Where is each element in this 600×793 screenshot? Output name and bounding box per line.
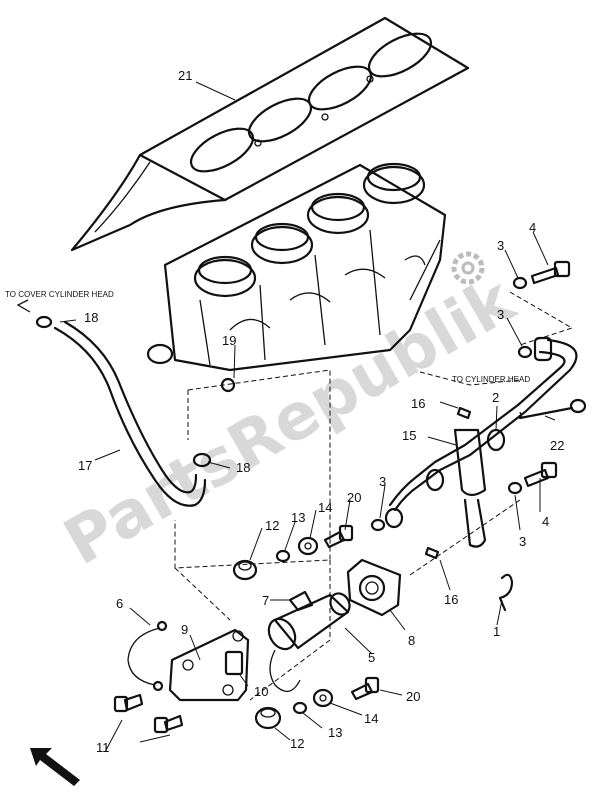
callout-11: 11 (96, 740, 110, 755)
callout-labels: 21 18 19 17 18 3 4 3 16 2 15 22 3 20 14 … (78, 68, 564, 755)
carburetor-assembly (146, 162, 447, 372)
callout-15: 15 (402, 428, 416, 443)
part-8-thermostat-housing (346, 558, 402, 617)
part-14-washer-lower (312, 688, 334, 708)
callout-20-upper: 20 (347, 490, 361, 505)
callout-16-lower: 16 (444, 592, 458, 607)
callout-19: 19 (222, 333, 236, 348)
callout-5: 5 (368, 650, 375, 665)
part-22-bolt (518, 398, 587, 420)
callout-18-upper: 18 (84, 310, 98, 325)
part-4-bolts (523, 260, 571, 488)
part-13-collar-lower (292, 701, 308, 715)
part-15-hose (453, 428, 487, 548)
part-11-bolts (104, 693, 184, 753)
part-3-washers (370, 276, 533, 532)
part-16-clamps (424, 406, 472, 560)
callout-3-d: 3 (519, 534, 526, 549)
watermark-gear-icon (451, 251, 485, 285)
leader-lines (59, 81, 556, 741)
callout-7: 7 (262, 593, 269, 608)
part-1-clip (498, 573, 514, 612)
note-to-cover-cylinder-head: TO COVER CYLINDER HEAD (5, 290, 114, 299)
callout-3-b: 3 (497, 307, 504, 322)
callout-10: 10 (254, 684, 268, 699)
callout-12-upper: 12 (265, 518, 279, 533)
part-12-grommet-upper (232, 559, 258, 581)
front-direction-arrow-icon (30, 748, 80, 786)
callout-3-a: 3 (497, 238, 504, 253)
part-19-screw (220, 344, 236, 393)
part-17-breather-hose (35, 315, 212, 507)
callout-13-lower: 13 (328, 725, 342, 740)
part-13-collar-upper (275, 549, 291, 563)
part-21-intake-plate (70, 16, 470, 252)
callout-6: 6 (116, 596, 123, 611)
part-6-wire-lead (127, 620, 168, 692)
callout-8: 8 (408, 633, 415, 648)
part-12-grommet-lower (254, 706, 282, 730)
note-to-cylinder-head: TO CYLINDER HEAD (452, 375, 530, 384)
callout-20-lower: 20 (406, 689, 420, 704)
callout-9: 9 (181, 622, 188, 637)
part-20-bolt-upper (323, 524, 354, 549)
callout-14-upper: 14 (318, 500, 332, 515)
callout-18-lower: 18 (236, 460, 250, 475)
callout-21: 21 (178, 68, 192, 83)
part-14-washer-upper (297, 536, 319, 556)
part-9-bracket (168, 628, 250, 702)
direction-arrow-icon (16, 299, 31, 313)
callout-4-a: 4 (529, 220, 536, 235)
callout-1: 1 (493, 624, 500, 639)
part-20-bolt-lower (350, 676, 380, 701)
callout-22: 22 (550, 438, 564, 453)
callout-16-upper: 16 (411, 396, 425, 411)
callout-4-b: 4 (542, 514, 549, 529)
callout-14-lower: 14 (364, 711, 378, 726)
callout-13-upper: 13 (291, 510, 305, 525)
callout-12-lower: 12 (290, 736, 304, 751)
callout-2: 2 (492, 390, 499, 405)
part-10-spacer (224, 650, 244, 676)
callout-3-c: 3 (379, 474, 386, 489)
callout-17: 17 (78, 458, 92, 473)
part-7-connector (288, 590, 314, 612)
part-2-coolant-pipe (384, 336, 578, 529)
